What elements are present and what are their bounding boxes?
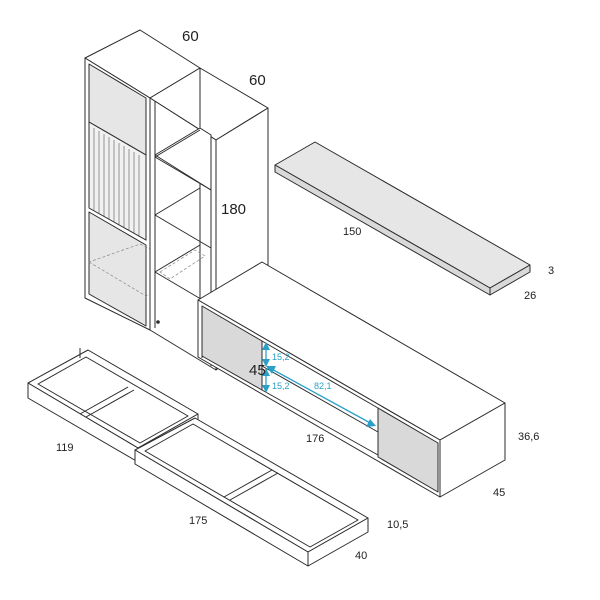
- base-length-label: 176: [306, 433, 324, 445]
- base-depth-label: 45: [493, 487, 505, 499]
- lower-door-panel: [88, 211, 147, 327]
- inner-width-label: 82,1: [314, 381, 332, 391]
- small-plinth-tray: [27, 348, 199, 463]
- tall-unit-height-label: 180: [221, 201, 246, 218]
- tv-base-unit: [197, 261, 506, 498]
- large-tray-side: [307, 517, 369, 567]
- shelf-depth-label: 26: [524, 290, 536, 302]
- inner-height-bottom-label: 15,2: [272, 381, 290, 391]
- tall-unit-depth-label: 60: [249, 72, 266, 89]
- small-tray-inner: [37, 356, 189, 444]
- shelf-length-label: 150: [343, 226, 361, 238]
- tall-unit-width-label: 60: [182, 28, 199, 45]
- shelf-1: [154, 127, 212, 191]
- inner-shelf-dashed: [88, 243, 199, 297]
- glass-door-panel: [88, 121, 147, 241]
- base-height-label: 45: [249, 362, 266, 379]
- wall-shelf: [274, 141, 531, 296]
- tray-depth-label: 40: [355, 550, 367, 562]
- wall-shelf-end: [489, 264, 531, 296]
- inner-width-line: [267, 366, 375, 426]
- tray-large-length-label: 175: [189, 515, 207, 527]
- shelf-thickness-label: 3: [548, 265, 554, 277]
- base-height-dim-label: 36,6: [518, 431, 539, 443]
- tv-base-right-door: [377, 407, 439, 493]
- large-plinth-tray: [134, 417, 369, 567]
- interior-measurements: 15,2 15,2 82,1: [262, 342, 376, 427]
- dimension-labels: 60 60 180 150 3 26 45 176 36,6 45 119 17…: [56, 28, 554, 562]
- glass-shelf-dashed: [159, 249, 206, 280]
- inner-height-top-label: 15,2: [272, 352, 290, 362]
- tray-height-label: 10,5: [387, 519, 408, 531]
- reeded-glass-lines: [93, 128, 140, 237]
- large-tray-inner: [144, 423, 359, 548]
- tower-knob: [156, 320, 160, 324]
- wall-shelf-top: [274, 141, 531, 289]
- tray-small-length-label: 119: [56, 442, 74, 454]
- tall-glass-cabinet: [84, 29, 201, 331]
